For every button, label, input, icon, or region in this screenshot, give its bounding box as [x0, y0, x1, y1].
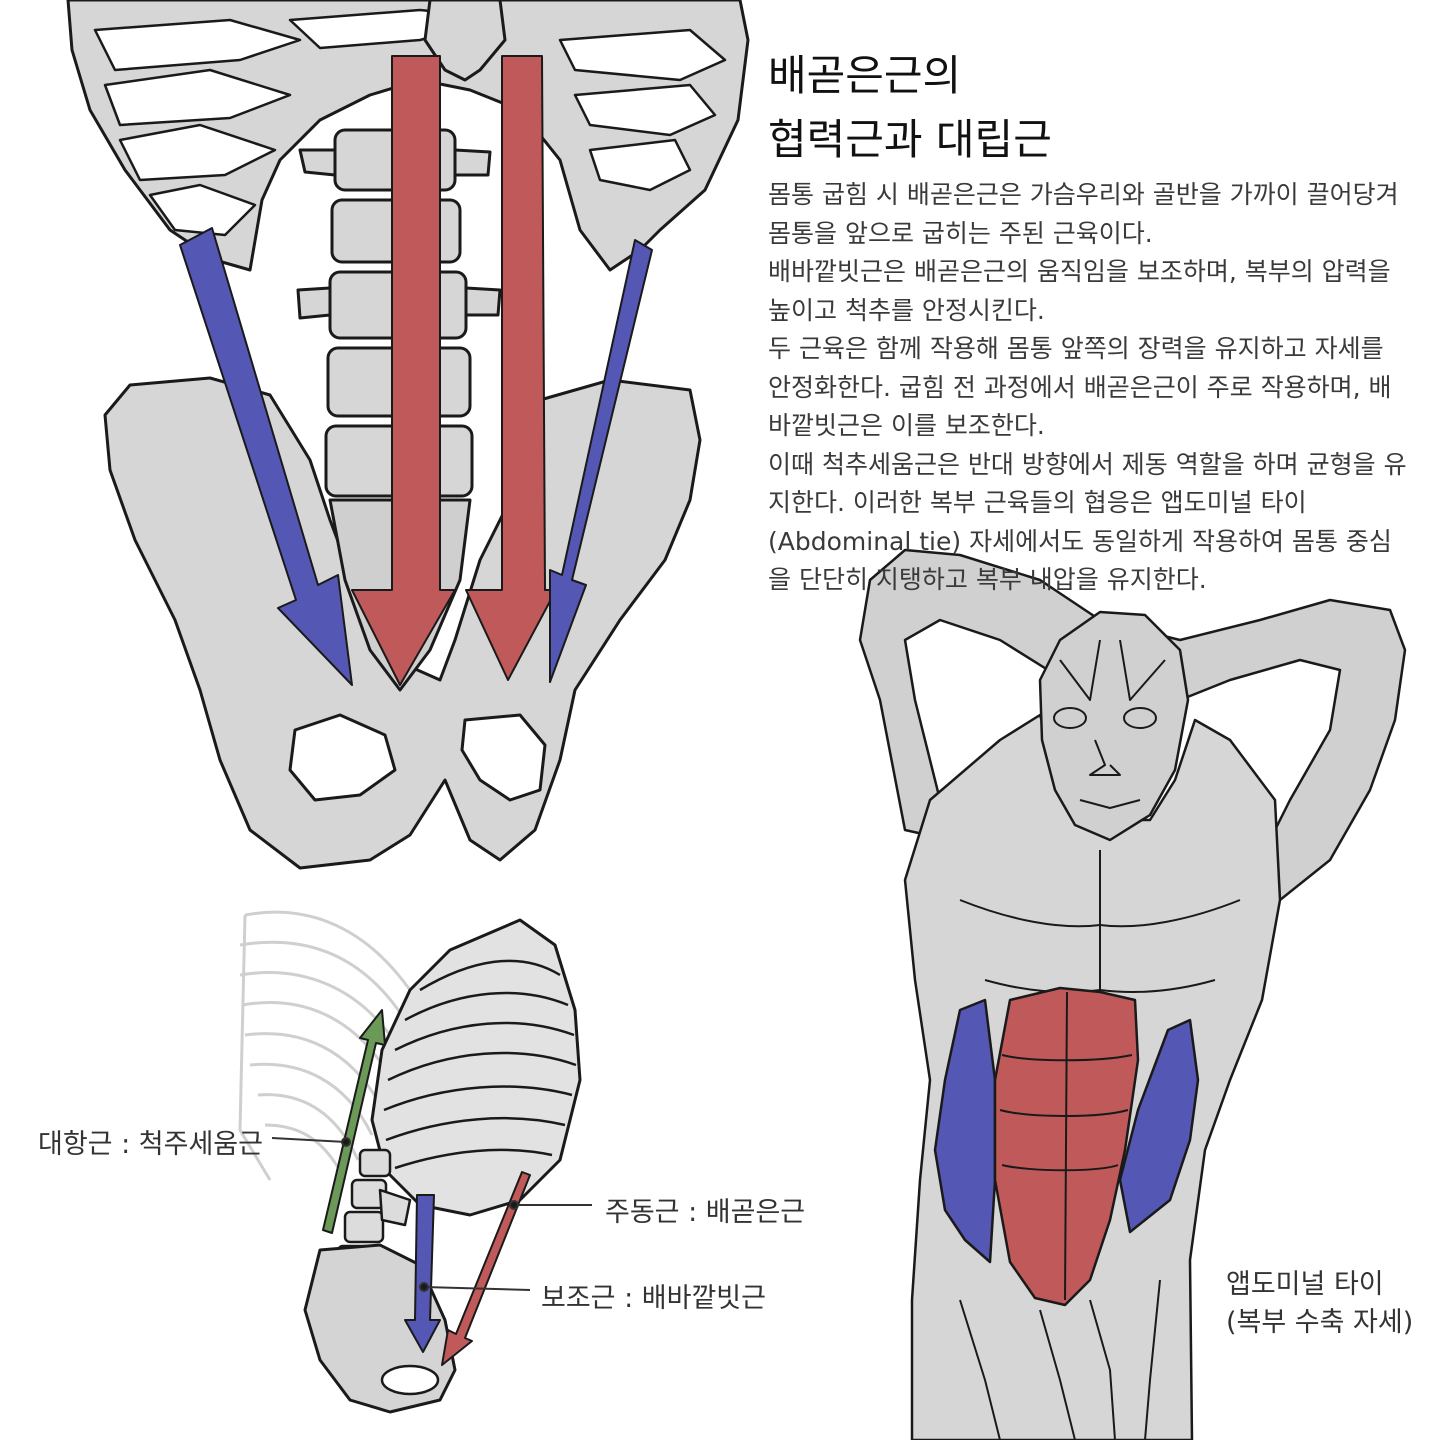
- caption-line-2: (복부 수축 자세): [1226, 1307, 1414, 1338]
- title-line-1: 배곧은근의: [768, 51, 962, 100]
- label-antagonist: 대항근 : 척주세움근: [38, 1129, 263, 1160]
- caption-line-1: 앱도미널 타이: [1226, 1269, 1384, 1300]
- obturator-left: [288, 713, 397, 802]
- figure-arms: [858, 548, 1407, 902]
- chest-lines: [959, 850, 1241, 993]
- leader-lines: [271, 1137, 592, 1292]
- agonist-arrow-left: [351, 55, 456, 686]
- muscle-figure: [858, 548, 1407, 1440]
- figure-head: [1038, 610, 1190, 842]
- description-paragraph-3: 두 근육은 함께 작용해 몸통 앞쪽의 장력을 유지하고 자세를 안정화한다. …: [768, 334, 1392, 440]
- front-arrows: [179, 55, 653, 686]
- label-synergist: 보조근 : 배바깥빗근: [541, 1283, 766, 1314]
- synergist-arrow-left: [179, 227, 353, 686]
- label-agonist: 주동근 : 배곧은근: [605, 1197, 806, 1228]
- abdominal-divisions: [999, 991, 1133, 1301]
- sternum: [423, 0, 507, 82]
- description-paragraph-4: 이때 척추세움근은 반대 방향에서 제동 역할을 하며 균형을 유지한다. 이러…: [768, 449, 1407, 595]
- description-text: 몸통 굽힘 시 배곧은근은 가슴우리와 골반을 가까이 끌어당겨 몸통을 앞으로…: [768, 176, 1408, 600]
- side-agonist-arrow: [441, 1171, 531, 1366]
- side-obturator: [380, 1364, 440, 1396]
- figure-oblique-right: [1118, 1018, 1200, 1234]
- rib-gaps: [93, 8, 727, 237]
- synergist-arrow-right: [549, 239, 653, 683]
- figure-oblique-left: [933, 998, 997, 1264]
- face-details: [1053, 639, 1166, 809]
- leg-lines: [959, 1279, 1161, 1440]
- description-paragraph-2: 배바깥빗근은 배곧은근의 움직임을 보조하며, 복부의 압력을 높이고 척추를 …: [768, 257, 1391, 325]
- side-skeleton: [238, 910, 592, 1414]
- page-title: 배곧은근의 협력근과 대립근: [768, 44, 1428, 172]
- antagonist-arrow: [322, 1009, 386, 1234]
- side-ribs: [383, 959, 577, 1170]
- agonist-arrow-right: [465, 55, 557, 681]
- description-paragraph-1: 몸통 굽힘 시 배곧은근은 가슴우리와 골반을 가까이 끌어당겨 몸통을 앞으로…: [768, 180, 1399, 248]
- obturator-right: [460, 713, 547, 802]
- title-line-2: 협력근과 대립근: [768, 115, 1052, 164]
- figure-caption: 앱도미널 타이 (복부 수축 자세): [1226, 1266, 1413, 1342]
- side-synergist-arrow: [404, 1194, 441, 1353]
